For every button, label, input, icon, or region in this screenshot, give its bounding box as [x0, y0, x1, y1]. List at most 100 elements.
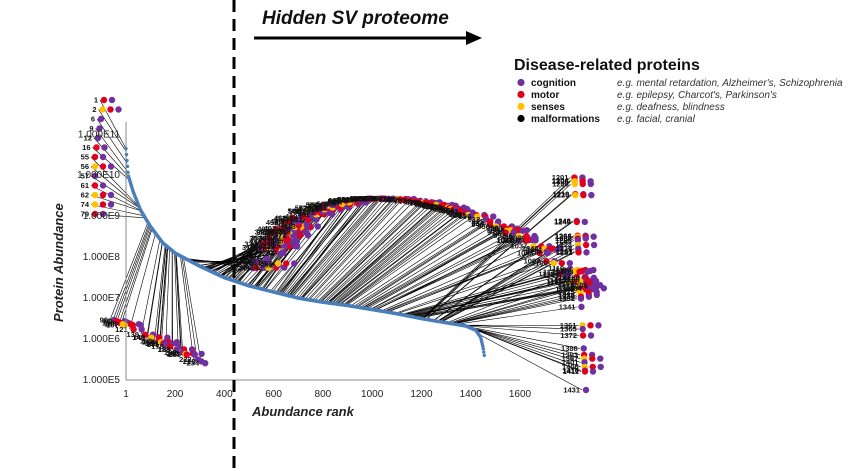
rank-label: 1220: [553, 191, 570, 200]
disease-marker: [566, 259, 574, 267]
disease-marker: [553, 246, 560, 254]
legend-label: motor: [531, 90, 559, 101]
rank-label: 823: [424, 202, 437, 211]
x-tick-label: 1000: [361, 389, 384, 400]
rank-label: 624: [345, 195, 358, 204]
disease-marker: [589, 363, 596, 371]
disease-marker: [587, 332, 595, 339]
disease-marker: [264, 239, 272, 247]
rank-label: 1386: [561, 344, 578, 353]
disease-marker: [597, 363, 604, 371]
disease-marker: [570, 267, 578, 275]
disease-marker: [590, 241, 598, 249]
disease-marker: [115, 106, 122, 113]
rank-label: 533: [314, 203, 327, 212]
disease-marker: [107, 106, 114, 113]
disease-marker: [313, 216, 320, 223]
rank-label: 310: [257, 245, 270, 254]
connector-line: [333, 208, 448, 304]
rank-label: 809: [418, 200, 431, 209]
rank-label: 171: [147, 340, 160, 349]
rank-label: 381: [266, 229, 279, 238]
rank-label: 178: [151, 342, 164, 351]
connector-line: [317, 202, 420, 302]
rank-label: 1281: [556, 247, 573, 256]
disease-marker: [198, 350, 205, 358]
connector-line: [146, 242, 163, 338]
protein-point: [482, 353, 486, 358]
rank-label: 1003: [505, 233, 522, 242]
rank-label: 104: [104, 320, 117, 329]
connector-line: [129, 233, 156, 330]
rank-label: 850: [435, 205, 448, 214]
disease-marker: [597, 355, 604, 362]
rank-label: 500: [289, 207, 302, 216]
rank-label: 276: [248, 254, 261, 263]
connector-line: [449, 280, 577, 324]
connector-line: [159, 246, 168, 344]
connector-line: [183, 257, 202, 364]
rank-label: 711: [374, 194, 386, 203]
rank-label: 1269: [555, 236, 572, 245]
rank-label: 1169: [558, 279, 574, 288]
rank-label: 859: [442, 206, 455, 215]
disease-marker: [582, 386, 590, 394]
connector-line: [437, 238, 574, 322]
connector-line: [290, 198, 374, 297]
disease-marker: [595, 322, 602, 329]
disease-marker: [543, 257, 550, 265]
rank-label: 652: [355, 194, 368, 203]
rank-label: 518: [306, 205, 319, 214]
connector-line: [165, 248, 170, 347]
disease-marker: [263, 255, 271, 262]
connector-line: [320, 202, 424, 302]
rank-label: 163: [142, 337, 155, 346]
rank-label: 1282: [556, 248, 573, 257]
rank-label: 1150: [564, 273, 580, 282]
y-tick-label: 1.000E6: [83, 334, 121, 345]
rank-label: 529: [299, 203, 312, 212]
x-tick-label: 400: [216, 389, 233, 400]
rank-label: 596: [328, 197, 341, 206]
rank-label: 1365: [560, 325, 577, 334]
rank-label: 630: [337, 195, 350, 204]
connector-line: [288, 198, 365, 297]
rank-label: 1: [94, 96, 98, 105]
rank-label: 313: [245, 244, 258, 253]
plot-axes: [125, 122, 520, 381]
rank-label: 1393: [561, 350, 578, 359]
disease-marker: [585, 293, 593, 300]
disease-marker: [343, 197, 350, 204]
rank-label: 97: [104, 318, 112, 327]
rank-label: 9: [89, 124, 93, 133]
connector-line: [344, 214, 465, 306]
rank-label: 1124: [555, 266, 572, 275]
connector-line: [422, 181, 571, 319]
rank-label: 961: [491, 224, 504, 233]
rank-label: 891: [453, 211, 466, 220]
connector-line: [470, 327, 581, 363]
rank-label: 413: [283, 222, 296, 231]
connector-lines: [90, 99, 591, 391]
rank-label: 262: [238, 258, 251, 267]
rank-label: 525: [299, 204, 312, 213]
connector-line: [112, 223, 150, 322]
rank-label: 993: [493, 231, 506, 240]
rank-label: 784: [407, 198, 420, 207]
disease-marker: [579, 325, 586, 333]
rank-label: 297: [265, 248, 278, 257]
rank-label: 1013: [497, 236, 514, 245]
rank-label: 1328: [558, 290, 575, 299]
connector-line: [90, 166, 140, 208]
disease-marker: [571, 180, 578, 188]
rank-label: 384: [256, 228, 269, 237]
disease-marker: [592, 277, 600, 285]
rank-label: 896: [459, 212, 472, 221]
rank-label: 739: [385, 195, 398, 204]
rank-label: 506: [288, 206, 301, 215]
connector-line: [174, 252, 179, 353]
disease-marker: [579, 180, 586, 188]
connector-line: [95, 128, 129, 173]
rank-label: 1303: [557, 267, 574, 276]
connector-line: [421, 177, 571, 319]
